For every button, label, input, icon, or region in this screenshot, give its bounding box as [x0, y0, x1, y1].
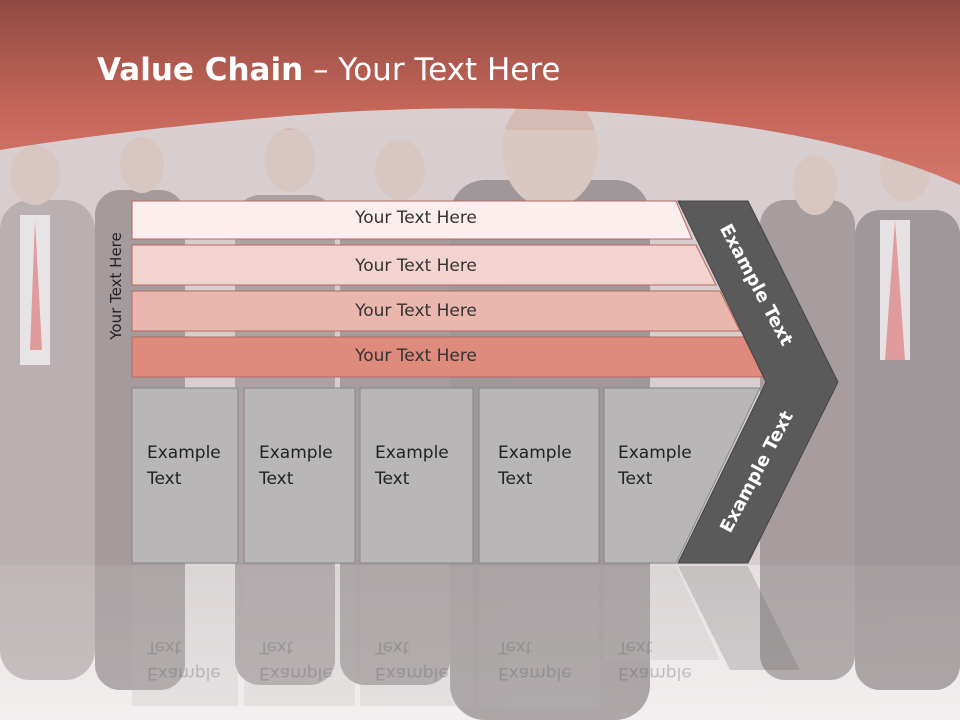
row-label-3: Your Text Here — [355, 301, 477, 321]
row-band-3 — [131, 290, 741, 332]
row-label-4: Your Text Here — [355, 346, 477, 366]
box-label-5: Example Text — [618, 440, 692, 492]
box-reflection-4: Example Text — [498, 637, 572, 683]
box-2 — [243, 387, 356, 564]
box-5 — [603, 387, 761, 564]
box-1-line1: Example — [147, 443, 221, 463]
slide-title: Value Chain – Your Text Here — [97, 52, 560, 88]
reflection — [132, 566, 800, 706]
box-3 — [359, 387, 474, 564]
box-reflection-1: Example Text — [147, 637, 221, 683]
box-4-line2: Text — [498, 469, 533, 489]
title-rest: – Your Text Here — [303, 52, 561, 88]
box-label-2: Example Text — [259, 440, 333, 492]
box-4-line1: Example — [498, 443, 572, 463]
row-label-2: Your Text Here — [355, 256, 477, 276]
box-1-line2: Text — [147, 469, 182, 489]
box-3-line1: Example — [375, 443, 449, 463]
box-reflection-2: Example Text — [259, 637, 333, 683]
row-band-2 — [131, 244, 717, 286]
box-1 — [131, 387, 239, 564]
box-label-4: Example Text — [498, 440, 572, 492]
box-3-line2: Text — [375, 469, 410, 489]
box-5-line2: Text — [618, 469, 653, 489]
box-4 — [478, 387, 600, 564]
row-label-1: Your Text Here — [355, 208, 477, 228]
box-reflection-3: Example Text — [375, 637, 449, 683]
box-label-1: Example Text — [147, 440, 221, 492]
title-bold: Value Chain — [97, 52, 304, 88]
box-2-line1: Example — [259, 443, 333, 463]
box-2-line2: Text — [259, 469, 294, 489]
box-5-line1: Example — [618, 443, 692, 463]
box-reflection-5: Example Text — [618, 637, 692, 683]
chevron-arrow — [677, 200, 839, 564]
row-band-1 — [131, 200, 693, 240]
box-label-3: Example Text — [375, 440, 449, 492]
